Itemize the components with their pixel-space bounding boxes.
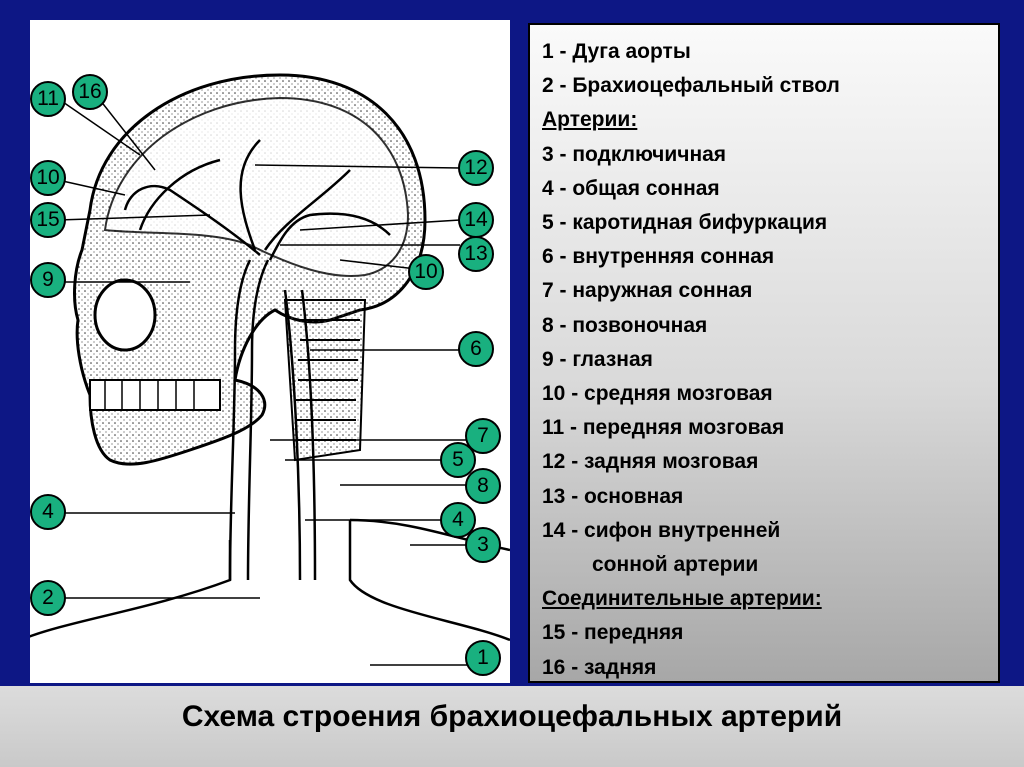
brain-cavity	[103, 96, 410, 277]
legend-heading: Артерии:	[542, 108, 638, 132]
callout-badge: 10	[408, 254, 444, 290]
legend-item: 13 - основная	[542, 484, 684, 508]
callout-badge: 12	[458, 150, 494, 186]
callout-badge: 16	[72, 74, 108, 110]
callout-badge: 13	[458, 236, 494, 272]
callout-badge: 3	[465, 527, 501, 563]
callout-badge: 15	[30, 202, 66, 238]
legend-item: 14 - сифон внутренней	[542, 518, 781, 542]
legend-item: 2 - Брахиоцефальный ствол	[542, 74, 840, 98]
legend-item: 12 - задняя мозговая	[542, 450, 759, 474]
legend-item: 15 - передняя	[542, 621, 684, 645]
legend-item: 4 - общая сонная	[542, 176, 720, 200]
callout-badge: 9	[30, 262, 66, 298]
legend-item: 5 - каротидная бифуркация	[542, 211, 828, 235]
slide-title: Схема строения брахиоцефальных артерий	[181, 700, 843, 733]
legend-item: 1 - Дуга аорты	[542, 40, 691, 63]
legend-item: 8 - позвоночная	[542, 313, 708, 337]
teeth	[89, 379, 221, 411]
callout-badge: 11	[30, 81, 66, 117]
callout-badge: 10	[30, 160, 66, 196]
skull-artery-drawing	[30, 73, 510, 666]
callout-badge: 6	[458, 331, 494, 367]
legend-item: 9 - глазная	[542, 347, 653, 371]
callout-badge: 1	[465, 640, 501, 676]
artery-tree	[30, 139, 510, 642]
orbit	[93, 278, 157, 352]
legend-item: 11 - передняя мозговая	[542, 416, 785, 440]
legend-panel: 1 - Дуга аорты 2 - Брахиоцефальный ствол…	[528, 23, 1000, 683]
footer-bar: Схема строения брахиоцефальных артерий	[0, 686, 1024, 767]
legend-item: 16 - задняя	[542, 655, 657, 679]
callout-badge: 2	[30, 580, 66, 616]
legend-item: 6 - внутренняя сонная	[542, 245, 775, 269]
legend-item: 3 - подключичная	[542, 142, 727, 166]
legend-item: сонной артерии	[592, 553, 759, 577]
legend-heading: Соединительные артерии:	[542, 587, 822, 611]
legend-item: 7 - наружная сонная	[542, 279, 753, 303]
legend-item: 10 - средняя мозговая	[542, 382, 773, 406]
callout-badge: 8	[465, 468, 501, 504]
callout-badge: 14	[458, 202, 494, 238]
anatomy-figure	[30, 20, 510, 683]
callout-badge: 4	[30, 494, 66, 530]
